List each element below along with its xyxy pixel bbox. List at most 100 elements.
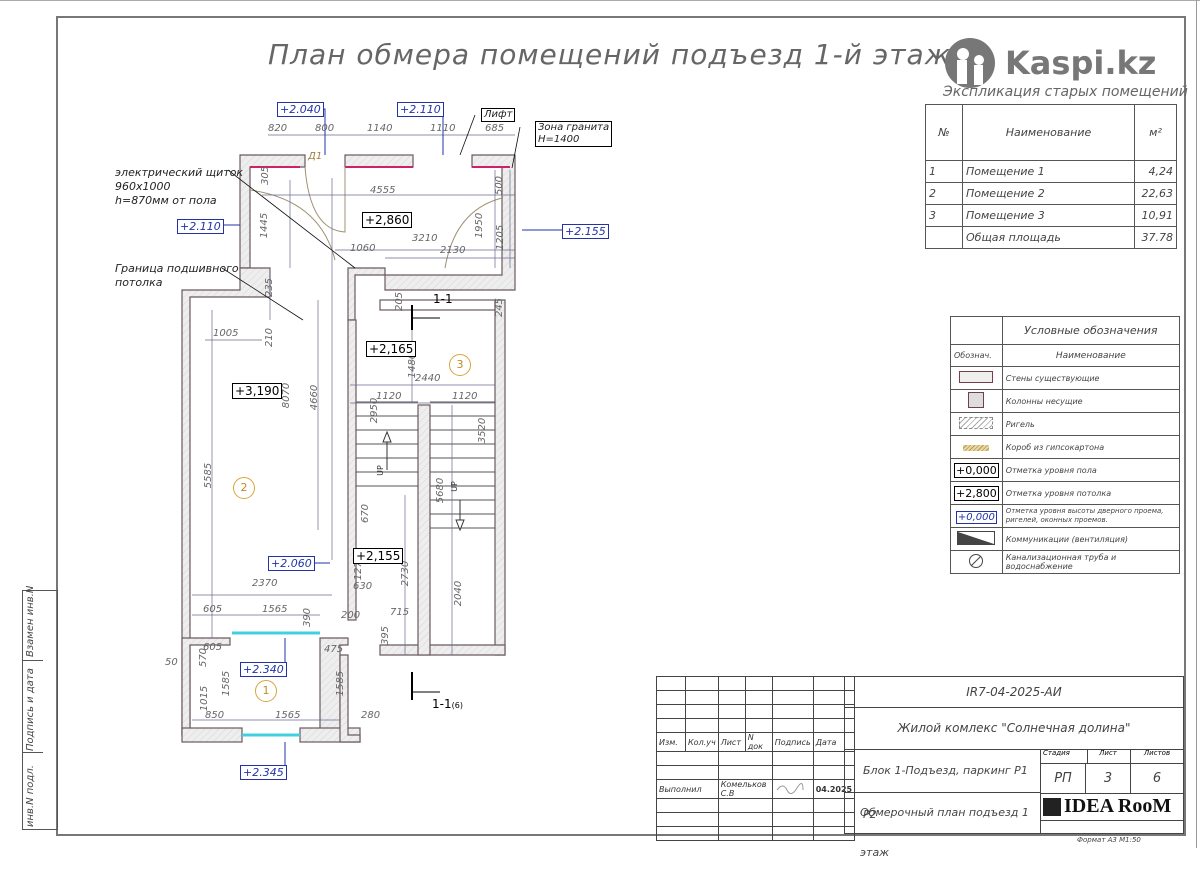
dim-label: 1565 [262, 604, 288, 615]
dim-label: 200 [341, 610, 361, 621]
ventilation-icon [957, 530, 996, 545]
stage-sheet-block: Стадия Лист Листов РП 3 6 [1041, 749, 1183, 794]
stair-up-label: UP [375, 465, 385, 476]
dim-label: 395 [380, 625, 392, 646]
floor-level-mark: +2,165 [366, 341, 417, 357]
section-label-top: 1-1 [433, 292, 453, 306]
dim-label: 2370 [252, 578, 278, 589]
dim-label: 475 [324, 644, 344, 655]
room-number-1: 1 [255, 680, 277, 702]
dim-top-1110: 1110 [430, 123, 456, 134]
dim-label: 245 [494, 297, 506, 318]
lift-label: Лифт [481, 108, 516, 122]
dim-top-685: 685 [485, 123, 505, 134]
header-doc: N док [744, 732, 773, 752]
kaspi-logo-icon [945, 38, 995, 88]
performed-label: Выполнил [656, 779, 719, 799]
floor-level-mark: +0,000 [954, 462, 999, 478]
block-name: Блок 1-Подъезд, паркинг Р1 Р2 [845, 749, 1041, 821]
dim-label: 500 [494, 175, 506, 196]
table-row-total: Общая площадь 37.78 [925, 226, 1177, 249]
windows [232, 631, 320, 737]
dim-label: 3520 [477, 417, 489, 444]
crossbar-icon [959, 416, 994, 429]
company-logo-icon [1043, 797, 1061, 816]
signature [771, 779, 814, 799]
sewer-pipe-icon [969, 553, 984, 568]
sheet-edge-right [1196, 0, 1197, 848]
explication-header-num: № [925, 104, 963, 161]
dim-top-1140: 1140 [367, 123, 393, 134]
dim-label: 1585 [221, 670, 233, 697]
dim-label: 235 [264, 277, 276, 298]
wall-segment [347, 267, 386, 321]
dim-label: 2040 [453, 580, 465, 607]
ceiling-boundary-note: Граница подшивного потолка [115, 262, 239, 289]
dim-label: 8070 [281, 382, 293, 409]
dim-label: 1950 [474, 212, 486, 239]
drywall-box-icon [963, 444, 990, 451]
granite-zone-label: Зона гранита H=1400 [535, 121, 613, 147]
floor-level-mark: +3,190 [232, 383, 283, 399]
watermark-logo: Kaspi.kz [945, 38, 1156, 88]
dim-label: 1120 [452, 391, 478, 402]
opening-level-mark: +2.110 [397, 102, 444, 117]
stair-up-label: UP [449, 481, 459, 492]
dim-label: 205 [394, 291, 406, 312]
stair-arrows [382, 430, 465, 532]
format-label: Формат А3 М1:50 [1077, 836, 1141, 844]
dimension-lines [192, 134, 515, 721]
company-logo: IDEA RooM [1043, 795, 1171, 818]
wall-segment [379, 644, 506, 656]
sheet-value: 3 [1086, 764, 1131, 793]
watermark-text: Kaspi.kz [1005, 44, 1157, 82]
opening-level-mark: +2.340 [240, 662, 287, 677]
room-number-3: 3 [449, 354, 471, 376]
door-label: Д1 [308, 151, 323, 162]
dim-label: 4660 [309, 384, 321, 411]
dim-label: 605 [203, 642, 223, 653]
ceiling-level-mark: +2,800 [954, 485, 999, 501]
dim-label: 1205 [495, 224, 507, 251]
room-number-2: 2 [233, 477, 255, 499]
explication-table: № Наименование м² 1 Помещение 1 4,24 2 П… [925, 104, 1177, 249]
dim-label: 2440 [415, 373, 441, 384]
title-block-main: IR7-04-2025-АИ Жилой комлекс "Солнечная … [844, 676, 1184, 859]
dim-label: 1565 [275, 710, 301, 721]
performer-name: Комельков С.В [717, 779, 773, 799]
dim-label: 1445 [259, 212, 271, 239]
legend-table: Условные обозначения Обознач.Наименовани… [950, 316, 1181, 574]
existing-wall-icon [959, 370, 994, 383]
dim-label: 5585 [203, 462, 215, 489]
dim-label: 280 [361, 710, 381, 721]
floor-level-mark: +2,860 [362, 212, 413, 228]
wall-segment [339, 654, 361, 743]
opening-level-mark: +0,000 [955, 510, 997, 524]
opening-level-mark: +2.110 [177, 219, 224, 234]
dim-top-820: 820 [268, 123, 288, 134]
floor-level-mark: +2,155 [353, 548, 404, 564]
drawing-title: План обмера помещений подъезд 1-й этаж [268, 38, 951, 71]
dim-label: 5680 [435, 477, 447, 504]
dim-label: 630 [353, 581, 373, 592]
sheet-edge-top [0, 0, 1200, 1]
drawing-code: IR7-04-2025-АИ [845, 677, 1183, 708]
explication-header-name: Наименование [962, 104, 1135, 161]
wall-segment [494, 299, 506, 656]
explication-title: Экспликация старых помещений [943, 84, 1188, 100]
door-swing [444, 197, 503, 269]
dim-label: 305 [260, 165, 272, 186]
section-markers [411, 305, 440, 700]
electrical-panel-note: электрический щиток 960x1000 h=870мм от … [115, 166, 244, 207]
dim-label: 670 [360, 503, 372, 524]
title-block-revisions: Изм. Кол.уч Лист N док Подпись Дата Выпо… [656, 676, 856, 841]
door-swings [249, 166, 503, 269]
table-row: 1 Помещение 1 4,24 [925, 160, 1177, 183]
wall-segment [239, 154, 306, 269]
dim-label: 4555 [370, 185, 396, 196]
dim-label: 850 [205, 710, 225, 721]
walls [181, 154, 516, 743]
opening-level-mark: +2.155 [562, 224, 609, 239]
door-swing [304, 166, 346, 233]
dim-label: 605 [203, 604, 223, 615]
